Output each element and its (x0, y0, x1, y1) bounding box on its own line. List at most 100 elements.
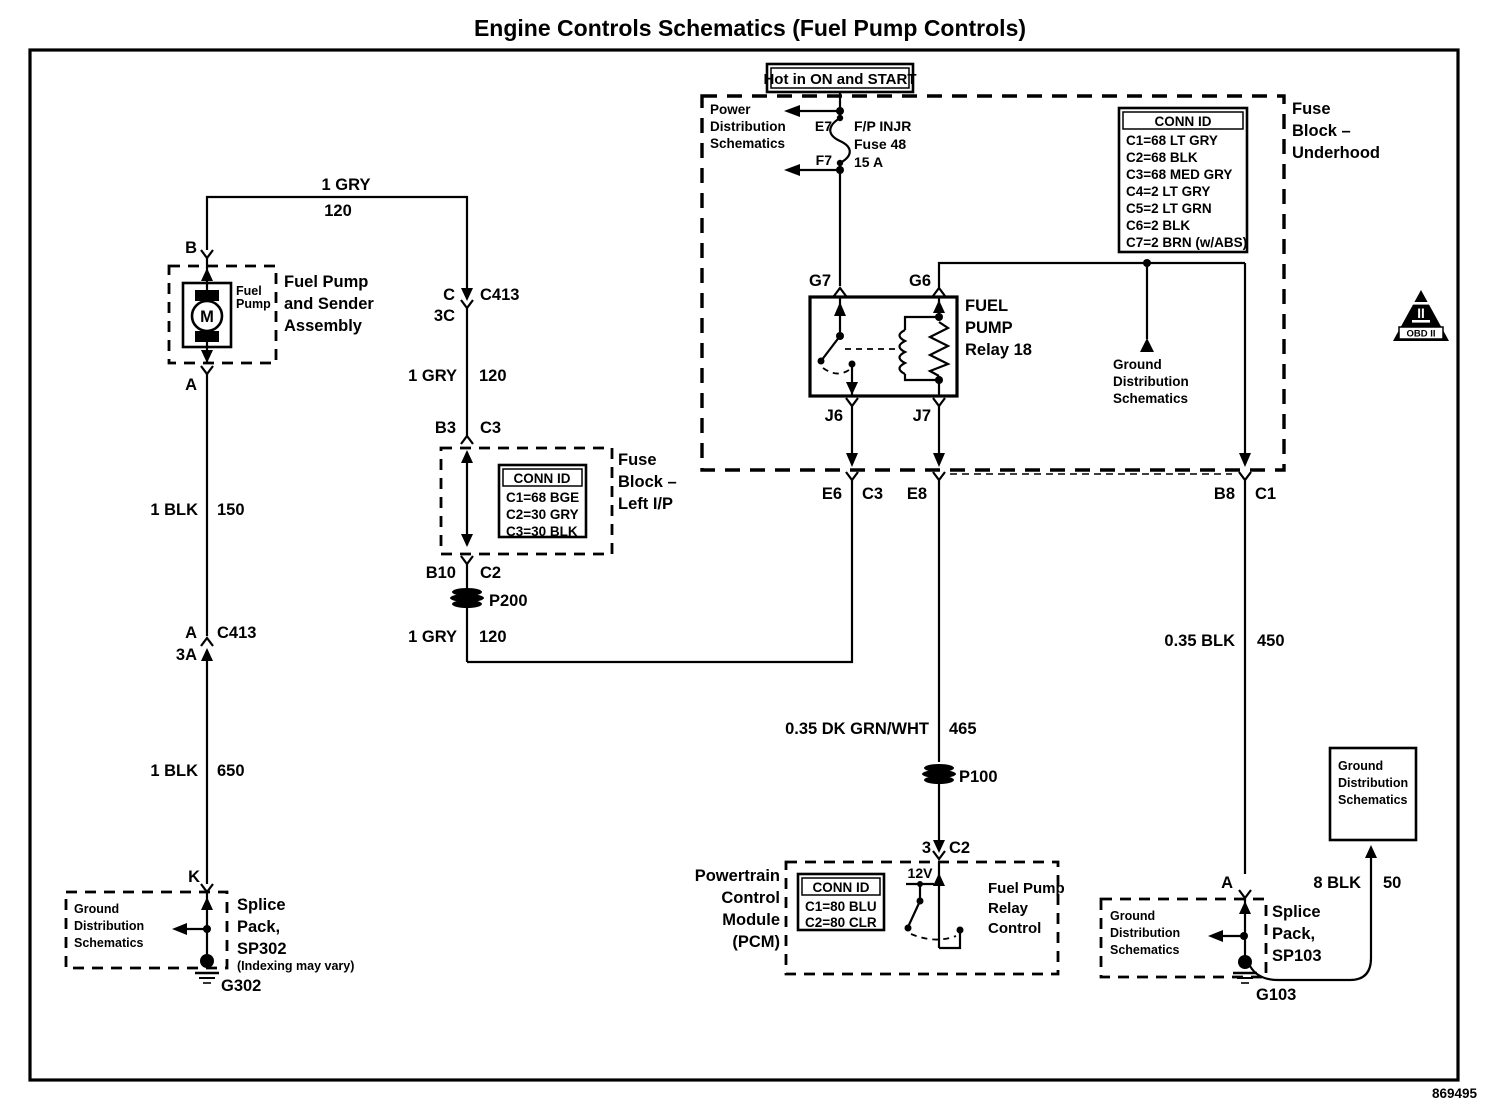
pin-a: A (185, 376, 197, 394)
connector-chevron-icon (200, 249, 214, 260)
pcm-12v-label: 12V (908, 865, 934, 881)
wire-label-1blk: 1 BLK (150, 501, 198, 519)
relay-label-line1: FUEL (965, 297, 1008, 315)
conn-table-header-box (1122, 111, 1244, 130)
pcm-label-line4: (PCM) (732, 933, 780, 951)
sp103-label-line2: Pack, (1272, 925, 1315, 943)
pcm-label-line1: Powertrain (695, 867, 780, 885)
arrow-up-icon (1365, 845, 1377, 858)
wire-label-1blk: 1 BLK (150, 762, 198, 780)
fp-injr-fuse: E7 F7 F/P INJR Fuse 48 15 A (815, 92, 911, 286)
conn-c413: C413 (480, 286, 519, 304)
pin-c: C (443, 286, 455, 304)
conn-c3: C3 (480, 419, 501, 437)
assembly-label-line1: Fuel Pump (284, 273, 368, 291)
sp302-outline (64, 890, 229, 970)
arrow-down-icon (1239, 453, 1251, 467)
grommet-icon (924, 764, 954, 772)
relay-label-line3: Relay 18 (965, 341, 1032, 359)
pcm-driver-label1: Fuel Pump (988, 880, 1065, 897)
assembly-label-line2: and Sender (284, 295, 374, 313)
ground-distribution-feed: Ground Distribution Schematics 8 BLK 50 (1249, 746, 1418, 982)
pcm-switch-blade (907, 900, 921, 928)
obd2-symbol: II OBD II (1393, 290, 1449, 341)
conn-row: C2=80 CLR (805, 915, 877, 930)
gnd-dist-line3: Schematics (1338, 793, 1408, 807)
arrow-up-icon (201, 897, 213, 910)
pump-ground-path: 1 BLK 150 A C413 3A 1 BLK 650 K (150, 374, 256, 894)
relay-blade-travel-arc (822, 367, 850, 375)
ground-g302-label: G302 (221, 977, 261, 995)
conn-row: C7=2 BRN (w/ABS) (1126, 235, 1247, 250)
pin-b3: B3 (435, 419, 456, 437)
underhood-label-line3: Underhood (1292, 144, 1380, 162)
ip-conn-header-box (502, 468, 583, 487)
pump-assembly-outline (167, 264, 278, 365)
cavity-3c: 3C (434, 307, 455, 325)
conn-c2: C2 (949, 839, 970, 857)
grommet-icon (450, 594, 484, 602)
arrow-up-icon (834, 302, 846, 316)
connector-chevron-icon (460, 434, 474, 445)
p200-splice: P200 1 GRY 120 (408, 480, 854, 664)
gnd-dist-line1: Ground (1113, 357, 1162, 372)
power-dist-line1: Power (710, 102, 751, 117)
arrow-up-icon (1239, 901, 1251, 914)
wire-label-1gry: 1 GRY (408, 367, 457, 385)
gnd-dist-line2: Distribution (1338, 776, 1408, 790)
gnd-dist-line3: Schematics (1110, 943, 1180, 957)
pcm-driver-label2: Relay (988, 900, 1029, 917)
p100-label: P100 (959, 768, 998, 786)
conn-row: C4=2 LT GRY (1126, 184, 1210, 199)
wire-pump-feed (205, 195, 469, 290)
connector-chevron-icon (845, 471, 859, 482)
wire-label-8blk: 8 BLK (1313, 874, 1361, 892)
obd2-label-box (1398, 326, 1444, 340)
ip-block-outline (439, 446, 614, 556)
relay-resistor-icon (927, 321, 951, 377)
conn-c3: C3 (862, 485, 883, 503)
gnd-dist-line2: Distribution (1110, 926, 1180, 940)
pin-a: A (1221, 874, 1233, 892)
arrow-down-icon (933, 453, 945, 467)
conn-row: C3=30 BLK (506, 524, 578, 539)
pin-3: 3 (922, 839, 931, 857)
conn-row: C1=80 BLU (805, 899, 877, 914)
power-dist-line2: Distribution (710, 119, 786, 134)
pump-part-label2: Pump (236, 297, 271, 311)
sp302-label-line1: Splice (237, 896, 286, 914)
relay-box (808, 295, 959, 398)
underhood-label-line1: Fuse (1292, 100, 1331, 118)
connector-chevron-icon (845, 397, 859, 408)
wire-label-1gry: 1 GRY (322, 176, 371, 194)
fuse-pin-e7: E7 (815, 118, 832, 134)
arrow-down-icon (461, 288, 473, 301)
wire-label-650: 650 (217, 762, 245, 780)
arrow-down-icon (201, 350, 213, 363)
motor-brush-top (195, 290, 219, 301)
ip-conn-header: CONN ID (514, 471, 571, 486)
motor-circle (190, 299, 224, 333)
underhood-label-line2: Block – (1292, 122, 1351, 140)
relay-coil-return (903, 374, 939, 382)
wire-label-150: 150 (217, 501, 245, 519)
arrow-down-icon (846, 453, 858, 467)
pin-b8: B8 (1214, 485, 1235, 503)
p200-label: P200 (489, 592, 528, 610)
arrow-left-icon (1208, 930, 1223, 942)
conn-row: C1=68 LT GRY (1126, 133, 1218, 148)
pcm-conn-table-box (796, 872, 886, 932)
ip-label-line3: Left I/P (618, 495, 673, 513)
fuse-block-left-ip: B3 C3 CONN ID C1=68 BGE C2=30 GRY C3=30 … (426, 419, 677, 582)
sp302-label-line2: Pack, (237, 918, 280, 936)
pcm-blade-travel-arc (910, 933, 957, 941)
gnd-dist-line1: Ground (74, 902, 119, 916)
wire-e6-run (467, 480, 854, 664)
arrow-up-icon (461, 450, 473, 463)
relay-ground-branch: Ground Distribution Schematics (937, 259, 1251, 467)
conn-row: C2=68 BLK (1126, 150, 1198, 165)
powertrain-control-module: Powertrain Control Module (PCM) CONN ID … (695, 860, 1065, 976)
motor-m: M (200, 308, 214, 326)
pin-k: K (188, 868, 200, 886)
